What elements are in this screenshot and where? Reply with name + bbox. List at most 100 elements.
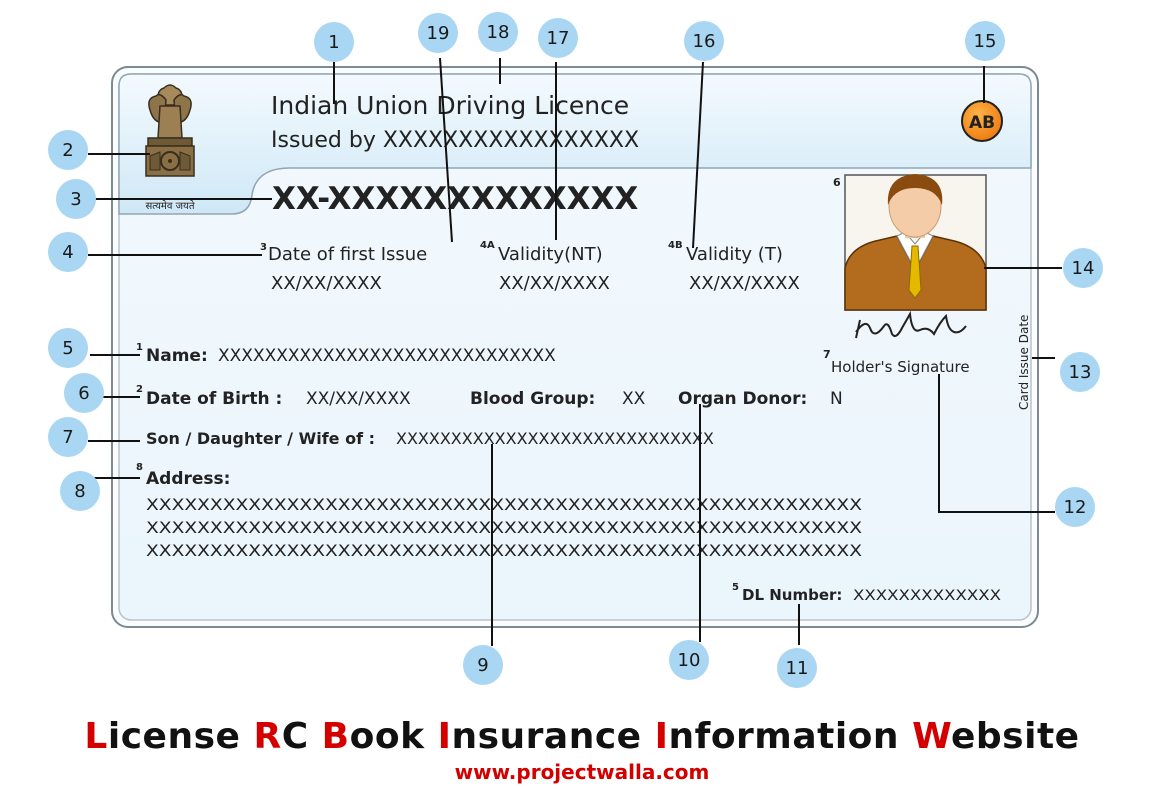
callout-1: 1 xyxy=(314,22,354,62)
callout-circle xyxy=(60,471,100,511)
callout-11: 11 xyxy=(777,648,817,688)
footer-title-text: ook xyxy=(349,716,438,757)
callout-circle xyxy=(965,21,1005,61)
callout-number: 10 xyxy=(678,650,701,671)
first-issue-label: Date of first Issue xyxy=(268,244,427,265)
address-line: XXXXXXXXXXXXXXXXXXXXXXXXXXXXXXXXXXXXXXXX… xyxy=(146,518,862,537)
callout-2: 2 xyxy=(48,130,88,170)
name-value: XXXXXXXXXXXXXXXXXXXXXXXXXXXXX xyxy=(218,346,556,366)
footer-title-text: nformation xyxy=(668,716,913,757)
validity-nt-sup: 4A xyxy=(480,240,495,251)
callout-circle xyxy=(463,645,503,685)
blood-group-value: XX xyxy=(622,389,646,409)
footer-title-text: icense xyxy=(107,716,254,757)
card-header-band xyxy=(118,73,1032,215)
dl-number-value: XXXXXXXXXXXXX xyxy=(853,588,1001,604)
blood-group-badge: AB xyxy=(961,100,1003,142)
callout-number: 14 xyxy=(1072,258,1095,279)
callout-circle xyxy=(48,328,88,368)
callout-13: 13 xyxy=(1060,352,1100,392)
callout-3: 3 xyxy=(56,179,96,219)
relation-value: XXXXXXXXXXXXXXXXXXXXXXXXXXXXX xyxy=(396,429,714,448)
organ-donor-value: N xyxy=(830,389,843,409)
signature-label: Holder's Signature xyxy=(831,358,970,376)
signature-sup: 7 xyxy=(823,348,831,361)
footer-title: License RC Book Insurance Information We… xyxy=(0,716,1164,757)
callout-number: 12 xyxy=(1064,497,1087,518)
validity-t-label: Validity (T) xyxy=(686,244,783,265)
footer-title-initial: I xyxy=(654,716,669,757)
callout-number: 8 xyxy=(74,481,85,502)
footer-title-text: C xyxy=(281,716,322,757)
card-issue-date-label: Card Issue Date xyxy=(1017,315,1031,410)
first-issue-value: XX/XX/XXXX xyxy=(271,273,382,294)
footer-title-initial: W xyxy=(912,716,951,757)
callout-circle xyxy=(777,648,817,688)
address-label: Address: xyxy=(146,469,230,489)
dob-sup: 2 xyxy=(136,384,143,395)
relation-label: Son / Daughter / Wife of : xyxy=(146,429,375,448)
callout-number: 1 xyxy=(328,32,339,53)
callout-number: 7 xyxy=(62,427,73,448)
validity-nt-value: XX/XX/XXXX xyxy=(499,273,610,294)
holder-photo xyxy=(844,174,987,311)
callout-circle xyxy=(48,417,88,457)
callout-18: 18 xyxy=(478,12,518,52)
callout-circle xyxy=(669,640,709,680)
callout-9: 9 xyxy=(463,645,503,685)
callout-circle xyxy=(684,21,724,61)
callout-14: 14 xyxy=(1063,248,1103,288)
callout-circle xyxy=(56,179,96,219)
callout-circle xyxy=(48,130,88,170)
name-label: Name: xyxy=(146,346,208,366)
dob-value: XX/XX/XXXX xyxy=(306,389,411,409)
photo-field-number: 6 xyxy=(833,176,841,189)
issued-by: Issued by XXXXXXXXXXXXXXXXX xyxy=(271,128,639,153)
validity-t-value: XX/XX/XXXX xyxy=(689,273,800,294)
footer-title-text: ebsite xyxy=(951,716,1080,757)
callout-number: 2 xyxy=(62,140,73,161)
address-sup: 8 xyxy=(136,462,143,473)
callout-number: 19 xyxy=(427,23,450,44)
emblem-caption: सत्यमेव जयते xyxy=(145,200,194,212)
callout-6: 6 xyxy=(64,373,104,413)
callout-5: 5 xyxy=(48,328,88,368)
callout-circle xyxy=(1060,352,1100,392)
callout-circle xyxy=(1055,487,1095,527)
national-emblem-icon xyxy=(145,84,195,177)
callout-19: 19 xyxy=(418,13,458,53)
first-issue-sup: 3 xyxy=(260,242,267,253)
footer-title-text: nsurance xyxy=(451,716,655,757)
footer-title-initial: L xyxy=(84,716,108,757)
callout-circle xyxy=(48,232,88,272)
callout-8: 8 xyxy=(60,471,100,511)
blood-group-label: Blood Group: xyxy=(470,389,595,409)
callout-number: 5 xyxy=(62,338,73,359)
dob-label: Date of Birth : xyxy=(146,389,282,409)
callout-number: 18 xyxy=(487,22,510,43)
callout-number: 17 xyxy=(547,28,570,49)
callout-12: 12 xyxy=(1055,487,1095,527)
callout-number: 13 xyxy=(1069,362,1092,383)
callout-15: 15 xyxy=(965,21,1005,61)
licence-card xyxy=(111,66,1039,628)
address-line: XXXXXXXXXXXXXXXXXXXXXXXXXXXXXXXXXXXXXXXX… xyxy=(146,495,862,514)
callout-circle xyxy=(314,22,354,62)
callout-circle xyxy=(478,12,518,52)
dl-code: XX-XXXXXXXXXXXXX xyxy=(272,181,638,217)
callout-circle xyxy=(1063,248,1103,288)
validity-t-sup: 4B xyxy=(668,240,683,251)
callout-circle xyxy=(64,373,104,413)
signature-scribble-icon xyxy=(855,310,967,339)
callout-circle xyxy=(418,13,458,53)
callout-number: 6 xyxy=(78,383,89,404)
callout-4: 4 xyxy=(48,232,88,272)
footer-title-initial: B xyxy=(321,716,350,757)
callout-number: 16 xyxy=(693,31,716,52)
callout-circle xyxy=(538,18,578,58)
callout-number: 11 xyxy=(786,658,809,679)
organ-donor-label: Organ Donor: xyxy=(678,389,807,409)
callout-number: 9 xyxy=(477,655,488,676)
callout-7: 7 xyxy=(48,417,88,457)
blood-group-badge-label: AB xyxy=(969,113,995,133)
